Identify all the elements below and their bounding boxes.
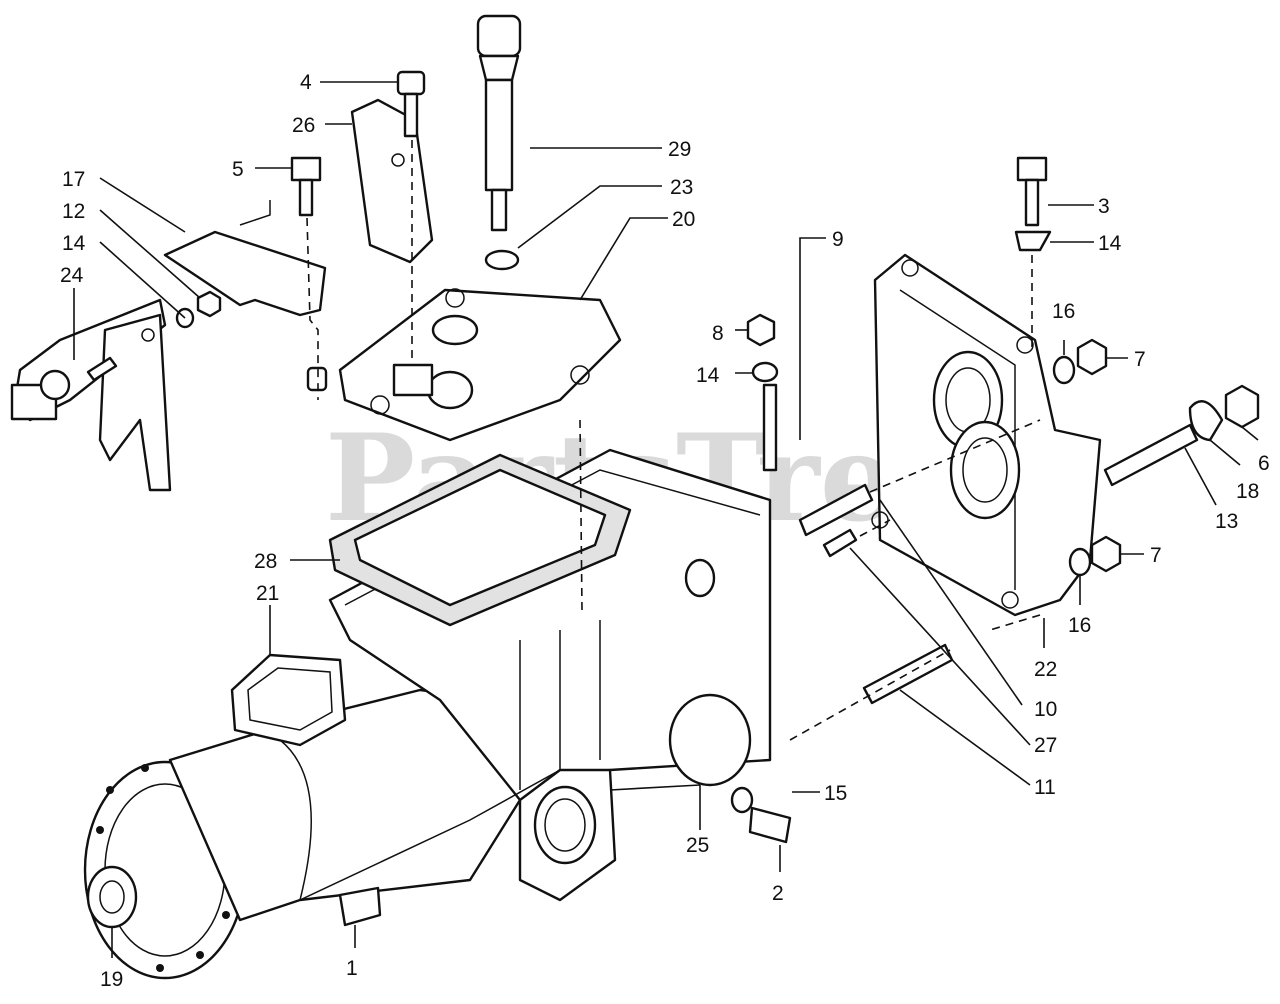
callout-14a: 14 [62, 232, 86, 255]
callout-6: 6 [1258, 452, 1270, 475]
assembly-guide-lines [306, 140, 1041, 741]
callout-10: 10 [1034, 698, 1057, 721]
side-cover [871, 253, 1102, 617]
callout-5: 5 [232, 158, 244, 181]
callout-23: 23 [670, 176, 693, 199]
bolts-and-studs [86, 70, 1260, 929]
top-cover [338, 288, 622, 442]
callout-2: 2 [772, 882, 784, 905]
callout-22: 22 [1034, 658, 1057, 681]
callout-29: 29 [668, 138, 691, 161]
callout-9: 9 [832, 228, 844, 251]
callout-11: 11 [1034, 776, 1056, 799]
callout-13: 13 [1215, 510, 1238, 533]
callout-24: 24 [60, 264, 84, 287]
pedal-bracket-assembly [10, 200, 327, 492]
gasket [328, 453, 632, 627]
callout-8: 8 [712, 322, 724, 345]
transmission-housing [83, 448, 772, 980]
callout-16a: 16 [1052, 300, 1075, 323]
callout-7b: 7 [1150, 544, 1162, 567]
callout-25: 25 [686, 834, 709, 857]
callout-labels: 4 26 5 29 23 20 17 12 14 24 9 3 14 16 7 … [60, 71, 1270, 991]
callout-20: 20 [672, 208, 695, 231]
callout-1: 1 [346, 957, 358, 980]
callout-4: 4 [300, 71, 312, 94]
callout-14c: 14 [1098, 232, 1122, 255]
callout-26: 26 [292, 114, 315, 137]
lever-guide [350, 98, 434, 264]
callout-15: 15 [824, 782, 847, 805]
shift-lever [476, 14, 522, 232]
callout-3: 3 [1098, 195, 1110, 218]
callout-19: 19 [100, 968, 123, 991]
callout-12: 12 [62, 200, 85, 223]
callout-21: 21 [256, 582, 279, 605]
callout-18: 18 [1236, 480, 1259, 503]
leader-lines [73, 81, 1259, 958]
callout-27: 27 [1034, 734, 1057, 757]
callout-16b: 16 [1068, 614, 1091, 637]
callout-7a: 7 [1134, 348, 1146, 371]
callout-14b: 14 [696, 364, 720, 387]
callout-28: 28 [254, 550, 277, 573]
callout-17: 17 [62, 168, 85, 191]
